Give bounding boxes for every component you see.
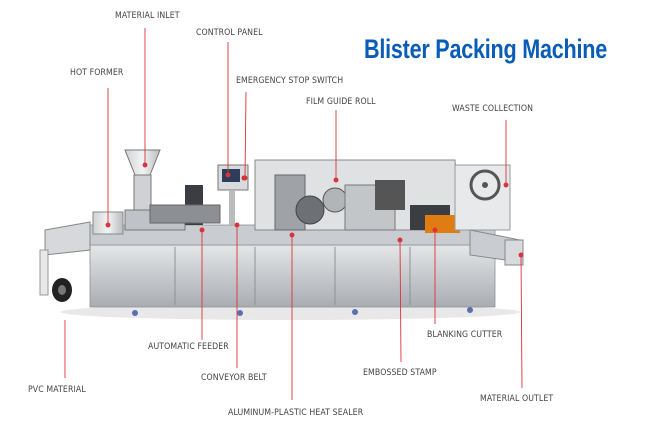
sealer-frame [254, 159, 461, 233]
label-material-inlet: MATERIAL INLET [115, 11, 180, 21]
label-heat-sealer: ALUMINUM-PLASTIC HEAT SEALER [228, 408, 364, 418]
label-pvc-material: PVC MATERIAL [28, 385, 86, 395]
label-embossed-stamp: EMBOSSED STAMP [363, 368, 437, 378]
feeder [149, 204, 221, 224]
leader-lines [64, 28, 524, 400]
label-waste-collection: WASTE COLLECTION [452, 104, 534, 114]
pvc-roll [39, 221, 91, 302]
label-hot-former: HOT FORMER [70, 68, 124, 78]
label-film-guide-roll: FILM GUIDE ROLL [306, 97, 376, 107]
control-panel-box [217, 164, 249, 225]
label-automatic-feeder: AUTOMATIC FEEDER [148, 342, 229, 352]
diagram-title: Blister Packing Machine [364, 34, 607, 64]
machine-base [89, 244, 496, 316]
label-blanking-cutter: BLANKING CUTTER [427, 330, 503, 340]
label-material-outlet: MATERIAL OUTLET [480, 394, 554, 404]
label-conveyor-belt: CONVEYOR BELT [201, 373, 267, 383]
floor-shadow [60, 304, 520, 320]
label-control-panel: CONTROL PANEL [196, 28, 263, 38]
outlet-chute [469, 229, 524, 266]
label-emergency-stop: EMERGENCY STOP SWITCH [236, 76, 344, 86]
waste-wheel [454, 164, 511, 231]
